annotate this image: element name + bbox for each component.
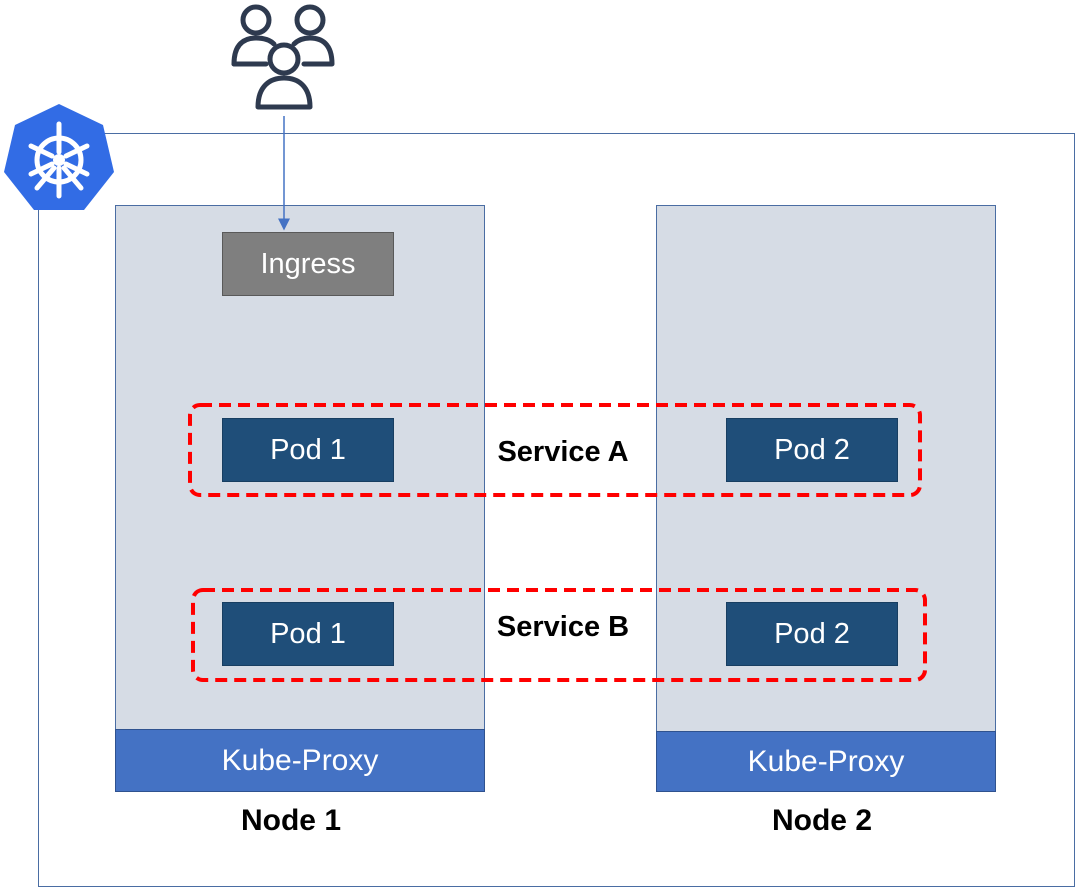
service-b-label: Service B: [496, 611, 630, 643]
node-2-box: [656, 205, 996, 792]
node-2-label: Node 2: [771, 804, 873, 837]
service-a-label: Service A: [497, 436, 629, 468]
service-a-pod-1: Pod 1: [222, 418, 394, 482]
service-a-pod-2: Pod 2: [726, 418, 898, 482]
ingress-box: Ingress: [222, 232, 394, 296]
node-1-box: [115, 205, 485, 792]
users-icon: [231, 4, 335, 110]
service-b-pod-1: Pod 1: [222, 602, 394, 666]
kube-proxy-node-1: Kube-Proxy: [115, 729, 485, 792]
service-b-pod-2: Pod 2: [726, 602, 898, 666]
kubernetes-logo-icon: [4, 104, 114, 210]
kube-proxy-node-2: Kube-Proxy: [656, 731, 996, 792]
node-1-label: Node 1: [240, 804, 342, 837]
